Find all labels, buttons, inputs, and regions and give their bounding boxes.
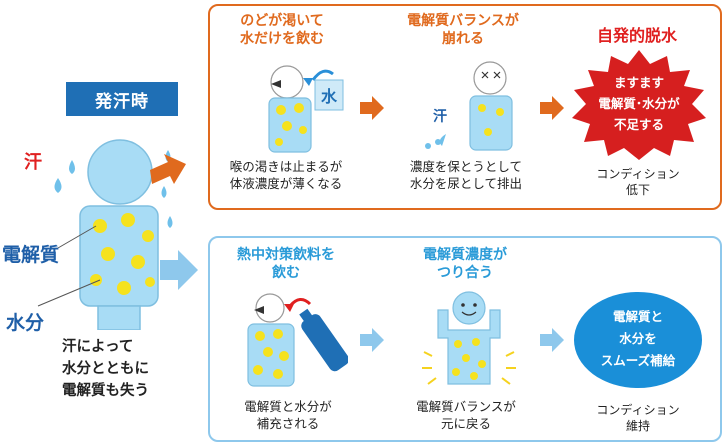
top-arrow-1 — [360, 96, 384, 120]
bottom-arrow-1 — [360, 328, 384, 352]
burst-line: ますます — [613, 75, 664, 90]
top-arrow-2 — [540, 96, 564, 120]
title-line: 水だけを飲む — [240, 31, 324, 47]
title-line: のどが渇いて — [240, 13, 324, 29]
circle-line: 水分を — [619, 331, 657, 346]
desc-line: 元に戻る — [440, 416, 491, 431]
desc-line: 電解質と水分が — [244, 399, 332, 414]
left-caption-line: 汗によって — [62, 339, 134, 355]
burst-line: 不足する — [613, 117, 664, 132]
left-caption-line: 水分とともに — [62, 361, 149, 377]
person-legs — [97, 305, 141, 330]
bottom-step1-title: 熱中対策飲料を 飲む — [224, 246, 348, 282]
loss-arrow-blue — [160, 250, 198, 290]
water-label: 水分 — [6, 312, 45, 334]
top-step1-title: のどが渇いて 水だけを飲む — [222, 12, 342, 48]
circle-line: 電解質と — [612, 309, 663, 324]
water-pointer — [37, 279, 101, 307]
desc-line: 濃度を保とうとして — [409, 159, 523, 174]
electrolyte-pointer — [57, 225, 97, 249]
person-head — [87, 139, 153, 205]
desc-line: 体液濃度が薄くなる — [229, 176, 343, 191]
voluntary-dehydration-title: 自発的脱水 — [596, 26, 677, 45]
loss-arrow-orange — [150, 154, 186, 184]
drinking-water-figure: 水 — [268, 65, 344, 153]
left-caption-line: 電解質も失う — [62, 383, 149, 399]
desc-line: コンディション — [596, 167, 680, 181]
left-caption: 汗によって 水分とともに 電解質も失う — [62, 336, 180, 402]
sweat-drops — [54, 150, 173, 228]
burst-text: ますます 電解質･水分が 不足する — [582, 72, 696, 135]
bottom-result-desc: コンディション 維持 — [588, 402, 688, 434]
sweating-person-figure — [37, 139, 198, 330]
top-step2-title: 電解質バランスが 崩れる — [388, 12, 538, 48]
replenish-circle — [574, 292, 702, 388]
desc-line: 水分を尿として排出 — [409, 176, 523, 191]
desc-line: 低下 — [625, 183, 650, 197]
bottom-step2-title: 電解質濃度が つり合う — [400, 246, 530, 282]
burst-line: 電解質･水分が — [598, 96, 680, 111]
title-line: 熱中対策飲料を — [237, 247, 335, 263]
circle-line: スムーズ補給 — [600, 353, 676, 368]
title-line: 崩れる — [442, 31, 484, 47]
sports-drink-figure — [247, 293, 348, 387]
desc-line: 喉の渇きは止まるが — [229, 159, 343, 174]
bottom-step1-desc: 電解質と水分が 補充される — [220, 398, 356, 432]
title-line: 飲む — [272, 265, 300, 281]
desc-line: コンディション — [596, 403, 680, 417]
title-line: 電解質バランスが — [407, 13, 519, 29]
balanced-figure — [422, 291, 516, 385]
title-line: 電解質濃度が — [423, 247, 507, 263]
desc-line: 補充される — [256, 416, 320, 431]
water-bottle-label: 水 — [321, 87, 338, 106]
water-only-scenario-box — [208, 4, 722, 210]
bottom-arrow-2 — [540, 328, 564, 352]
title-line: つり合う — [437, 265, 493, 281]
replenish-text: 電解質と 水分を スムーズ補給 — [578, 306, 698, 372]
electrolyte-label: 電解質 — [2, 244, 60, 266]
top-step1-desc: 喉の渇きは止まるが 体液濃度が薄くなる — [218, 158, 354, 192]
sports-drink-scenario-box — [208, 236, 722, 442]
bottom-step2-desc: 電解質バランスが 元に戻る — [398, 398, 534, 432]
sweat-badge: 発汗時 — [66, 82, 178, 116]
sweat-small-label: 汗 — [433, 109, 447, 125]
sweat-label: 汗 — [24, 152, 42, 173]
top-result-desc: コンディション 低下 — [588, 166, 688, 198]
urinating-figure — [425, 61, 513, 151]
burst-shape — [572, 50, 706, 160]
top-step2-desc: 濃度を保とうとして 水分を尿として排出 — [398, 158, 534, 192]
desc-line: 維持 — [625, 419, 650, 433]
electrolyte-dots — [90, 213, 155, 295]
desc-line: 電解質バランスが — [416, 399, 516, 414]
